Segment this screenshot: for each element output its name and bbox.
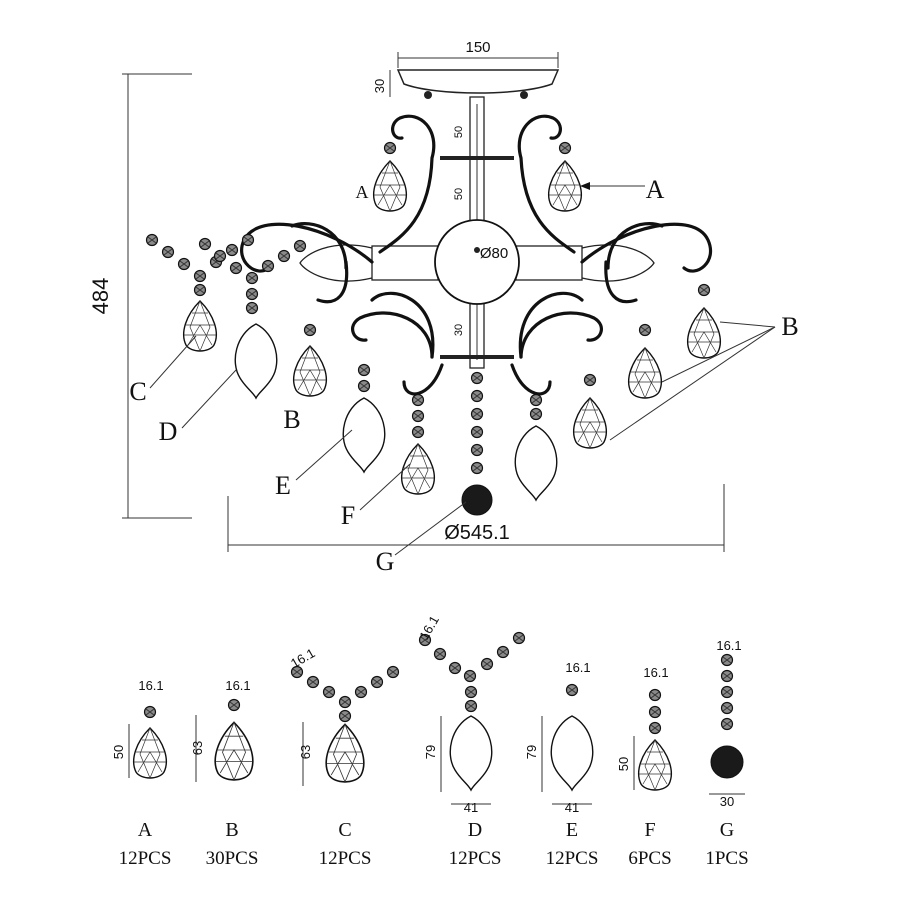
callout-d: D <box>159 417 178 446</box>
part-qty: 30PCS <box>206 848 259 869</box>
dim-rod-1: 50 <box>453 126 465 138</box>
part-width-dim: 41 <box>565 800 579 815</box>
pendant-b-4 <box>572 373 608 449</box>
part-height-dim: 50 <box>616 757 631 771</box>
part-letter: E <box>566 819 578 841</box>
part-qty: 6PCS <box>628 848 671 869</box>
part-letter: A <box>138 819 153 841</box>
callout-a-right: A <box>646 175 665 204</box>
dim-total-height-label: 484 <box>88 278 113 315</box>
part-qty: 12PCS <box>119 848 172 869</box>
part-letter: C <box>338 819 351 841</box>
part-a <box>128 705 168 779</box>
dim-top-height: 30 <box>372 70 391 97</box>
part-height-dim: 63 <box>190 741 205 755</box>
part-c <box>290 665 400 786</box>
part-bead-dim: 16.1 <box>138 678 163 693</box>
callout-b-left: B <box>283 405 300 434</box>
dim-rod-3: 30 <box>453 324 465 336</box>
part-letter: D <box>468 819 482 841</box>
part-bead-dim: 16.1 <box>565 660 590 675</box>
pendant-c <box>145 233 255 352</box>
part-bead-dim: 16.1 <box>643 665 668 680</box>
pendant-f <box>400 393 436 495</box>
dim-top-height-label: 30 <box>372 79 387 93</box>
part-b <box>195 698 254 782</box>
part-d <box>418 631 526 805</box>
callout-f: F <box>341 501 355 530</box>
callout-b-right: B <box>781 312 798 341</box>
dim-overall-diameter: Ø545.1 <box>227 484 725 552</box>
part-qty: 12PCS <box>449 848 502 869</box>
pendant-b-2 <box>627 323 663 399</box>
central-rod <box>440 96 514 369</box>
dim-top-width-label: 150 <box>465 39 490 56</box>
part-height-dim: 50 <box>111 745 126 759</box>
dim-rod-2: 50 <box>453 188 465 200</box>
callout-c: C <box>129 377 146 406</box>
pendant-b-3 <box>686 283 722 359</box>
pendant-e <box>342 363 386 473</box>
scroll-arms <box>240 114 712 396</box>
dim-top-width: 150 <box>397 39 559 68</box>
part-bead-dim: 16.1 <box>416 613 442 642</box>
dim-total-height: 484 <box>88 73 192 519</box>
part-f <box>633 688 673 791</box>
pendant-b-1 <box>292 323 328 397</box>
part-width-dim: 30 <box>720 794 734 809</box>
part-bead-dim: 16.1 <box>225 678 250 693</box>
dim-overall-diameter-label: Ø545.1 <box>444 522 510 544</box>
part-letter: F <box>644 819 655 841</box>
pendant-e-right <box>514 393 558 501</box>
part-bead-dim: 16.1 <box>716 638 741 653</box>
part-letter: G <box>720 819 734 841</box>
part-qty: 12PCS <box>546 848 599 869</box>
part-qty: 1PCS <box>705 848 748 869</box>
canopy <box>396 69 560 99</box>
dim-center-ball: Ø80 <box>480 245 508 262</box>
part-width-dim: 41 <box>464 800 478 815</box>
part-height-dim: 63 <box>298 745 313 759</box>
part-g <box>709 653 745 795</box>
parts-legend: 16.1 50A 12PCS 16.1 63B 30PCS 16.1 63C 12PCS 16.1… <box>111 613 749 869</box>
pendant-a-right <box>547 141 583 212</box>
part-e <box>541 683 594 805</box>
part-height-dim: 79 <box>423 745 438 759</box>
pendant-a-left <box>372 141 408 212</box>
pendant-g <box>461 371 493 516</box>
center-ball: Ø80 <box>434 219 520 305</box>
part-height-dim: 79 <box>524 745 539 759</box>
part-letter: B <box>225 819 238 841</box>
callout-g: G <box>376 547 395 576</box>
part-bead-dim: 16.1 <box>288 645 317 671</box>
callouts: A A B B C D E F G <box>129 175 798 576</box>
part-qty: 12PCS <box>319 848 372 869</box>
callout-a-left: A <box>356 182 369 202</box>
callout-e: E <box>275 471 291 500</box>
